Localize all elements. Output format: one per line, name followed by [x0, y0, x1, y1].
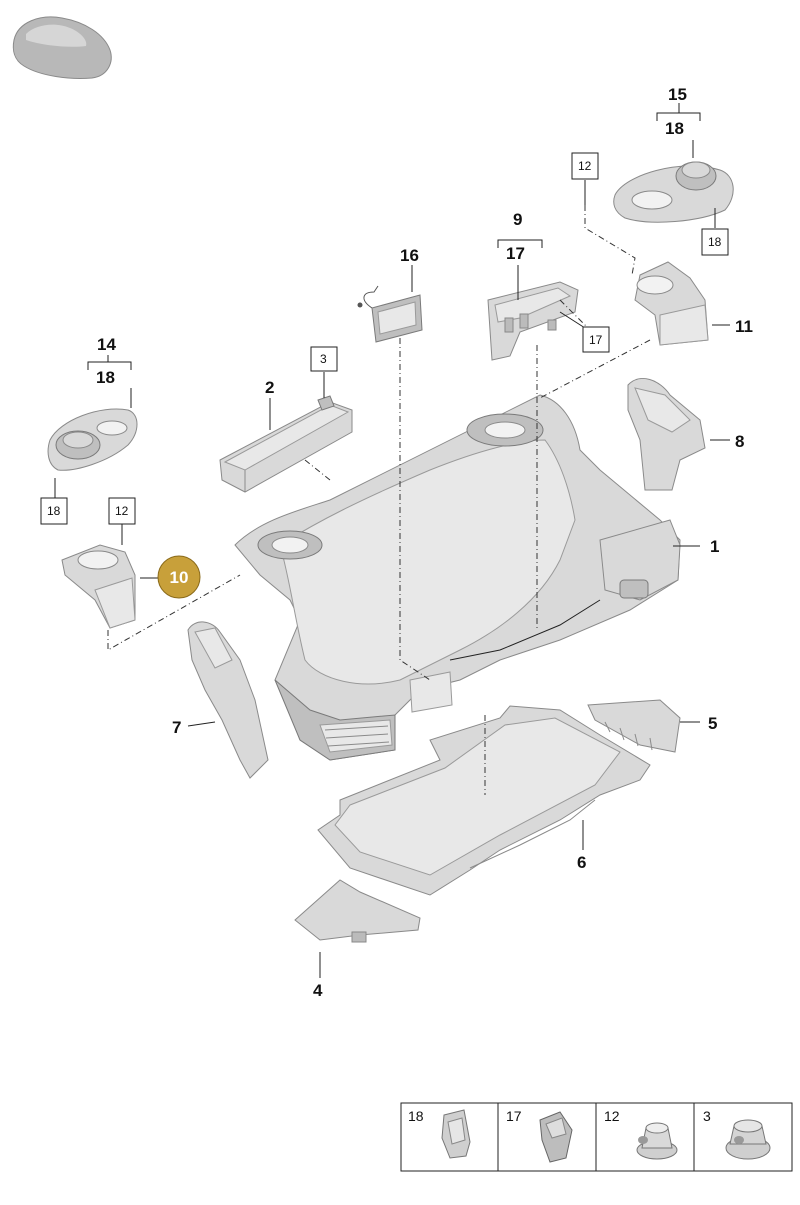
callout-7: 7 [172, 718, 181, 737]
callout-8: 8 [735, 432, 744, 451]
svg-text:17: 17 [506, 1108, 522, 1124]
callout-18-bracket-right: 18 [665, 119, 684, 138]
callout-2: 2 [265, 378, 274, 397]
svg-text:18: 18 [408, 1108, 424, 1124]
svg-text:12: 12 [604, 1108, 620, 1124]
svg-text:18: 18 [708, 235, 722, 249]
trim-part-8 [627, 377, 706, 491]
callout-4: 4 [313, 981, 323, 1000]
svg-text:3: 3 [703, 1108, 711, 1124]
svg-text:10: 10 [170, 568, 189, 587]
callout-1: 1 [710, 537, 719, 556]
panel-part-2 [219, 401, 353, 493]
box-callout-17: 17 [582, 326, 610, 353]
legend-cell-12: 12 [604, 1108, 678, 1160]
box-callout-18-right: 18 [701, 228, 729, 256]
mount-part-11 [634, 261, 709, 346]
box-callout-12-right: 12 [571, 152, 599, 180]
callout-6: 6 [577, 853, 586, 872]
svg-text:17: 17 [589, 333, 603, 347]
assembly-lines [107, 205, 651, 795]
cupholder-part-14 [47, 408, 138, 471]
clip-icon [539, 1111, 573, 1163]
callout-9: 9 [513, 210, 522, 229]
trim-part-7 [187, 621, 269, 779]
cupholder-part-15 [613, 161, 734, 223]
flange-nut-icon [725, 1119, 771, 1160]
spring-clip-icon [441, 1109, 471, 1159]
highlight-callout-10[interactable]: 10 [157, 555, 201, 599]
box-callout-12-left: 12 [108, 497, 136, 525]
callout-14: 14 [97, 335, 116, 354]
callout-18-bracket-left: 18 [96, 368, 115, 387]
box-callout-3: 3 [310, 346, 338, 372]
floor-board-part-6 [317, 705, 651, 896]
legend-cell-18: 18 [408, 1108, 471, 1159]
mount-part-10 [61, 544, 136, 629]
box-callout-18-left: 18 [40, 497, 68, 525]
hex-nut-icon [636, 1122, 678, 1160]
car-silhouette-icon [12, 16, 112, 79]
boxed-callouts: 3 12 12 17 18 18 [40, 152, 729, 525]
svg-text:12: 12 [578, 159, 592, 173]
bracket-part-9 [487, 281, 579, 361]
panel-part-4 [294, 879, 421, 943]
leader-lines [54, 103, 730, 978]
fastener-legend: 18 17 12 3 [400, 1102, 793, 1172]
callout-17-bracket: 17 [506, 244, 525, 263]
callout-15: 15 [668, 85, 687, 104]
legend-cell-17: 17 [506, 1108, 573, 1163]
switch-part-16 [357, 285, 423, 343]
svg-text:3: 3 [320, 352, 327, 366]
callout-11: 11 [735, 317, 753, 336]
nut-fastener-3-float [317, 395, 335, 411]
callout-labels: 1 2 4 5 6 7 8 9 11 14 15 16 17 18 18 [96, 85, 753, 1000]
trunk-tub-part [234, 394, 681, 761]
panel-part-5 [587, 699, 681, 753]
legend-cell-3: 3 [703, 1108, 771, 1160]
callout-5: 5 [708, 714, 717, 733]
svg-text:18: 18 [47, 504, 61, 518]
callout-16: 16 [400, 246, 419, 265]
svg-text:12: 12 [115, 504, 129, 518]
